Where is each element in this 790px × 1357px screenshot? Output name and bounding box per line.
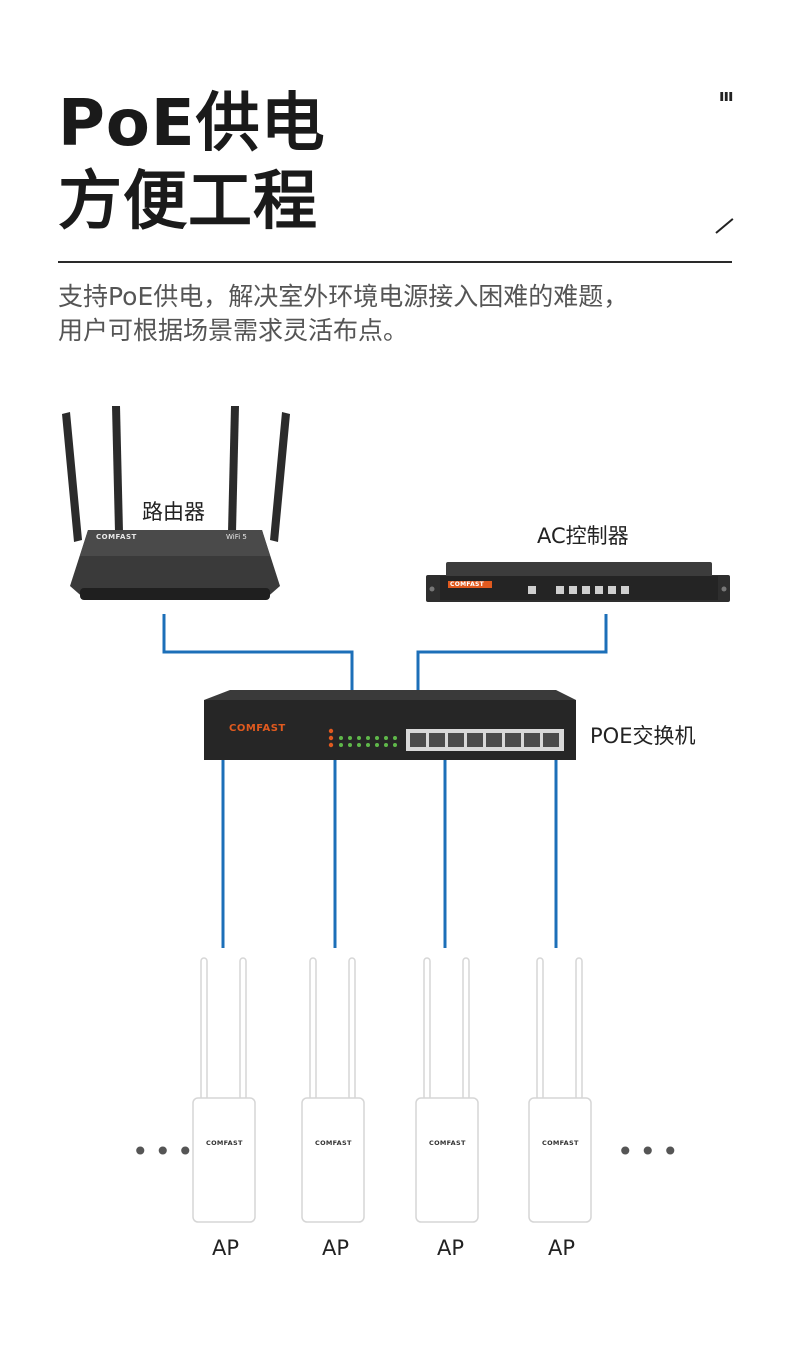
ap-devices bbox=[192, 957, 592, 1223]
page-title-line2: 方便工程 bbox=[58, 165, 318, 239]
ap-label: AP bbox=[212, 1236, 240, 1260]
ac-controller-device bbox=[426, 562, 730, 602]
ap-label: AP bbox=[437, 1236, 465, 1260]
ac-to-switch-link bbox=[416, 614, 608, 692]
router-wifi-badge: WiFi 5 bbox=[226, 533, 247, 541]
ap-brand: COMFAST bbox=[429, 1139, 466, 1147]
router-label: 路由器 bbox=[142, 500, 205, 524]
ellipsis-left: ••• bbox=[132, 1135, 200, 1168]
ap-device bbox=[528, 957, 592, 1223]
subtitle-line1: 支持PoE供电，解决室外环境电源接入困难的难题， bbox=[58, 282, 629, 311]
router-antenna bbox=[62, 412, 82, 542]
quote-decoration: ııı bbox=[719, 86, 733, 105]
ap-brand: COMFAST bbox=[542, 1139, 579, 1147]
router-to-switch-link bbox=[162, 614, 354, 692]
divider bbox=[58, 261, 732, 263]
ap-label: AP bbox=[322, 1236, 350, 1260]
subtitle-line2: 用户可根据场景需求灵活布点。 bbox=[58, 316, 409, 345]
router-brand: COMFAST bbox=[96, 533, 137, 541]
ellipsis-right: ••• bbox=[617, 1135, 685, 1168]
poe-switch-device bbox=[204, 690, 576, 760]
poe-switch-label: POE交换机 bbox=[590, 724, 696, 748]
connection-lines bbox=[162, 614, 608, 948]
ap-device bbox=[301, 957, 365, 1223]
router-device bbox=[62, 406, 290, 600]
switch-brand: COMFAST bbox=[229, 723, 286, 734]
ap-device bbox=[192, 957, 256, 1223]
ap-device bbox=[415, 957, 479, 1223]
page-title-line1: PoE供电 bbox=[58, 87, 326, 161]
subtitle: 支持PoE供电，解决室外环境电源接入困难的难题， 用户可根据场景需求灵活布点。 bbox=[58, 280, 748, 348]
ac-brand: COMFAST bbox=[450, 581, 485, 588]
ap-brand: COMFAST bbox=[315, 1139, 352, 1147]
router-antenna bbox=[228, 406, 239, 532]
router-antenna bbox=[270, 412, 290, 542]
router-antenna bbox=[112, 406, 123, 532]
ap-brand: COMFAST bbox=[206, 1139, 243, 1147]
ap-label: AP bbox=[548, 1236, 576, 1260]
ac-controller-label: AC控制器 bbox=[537, 524, 629, 548]
